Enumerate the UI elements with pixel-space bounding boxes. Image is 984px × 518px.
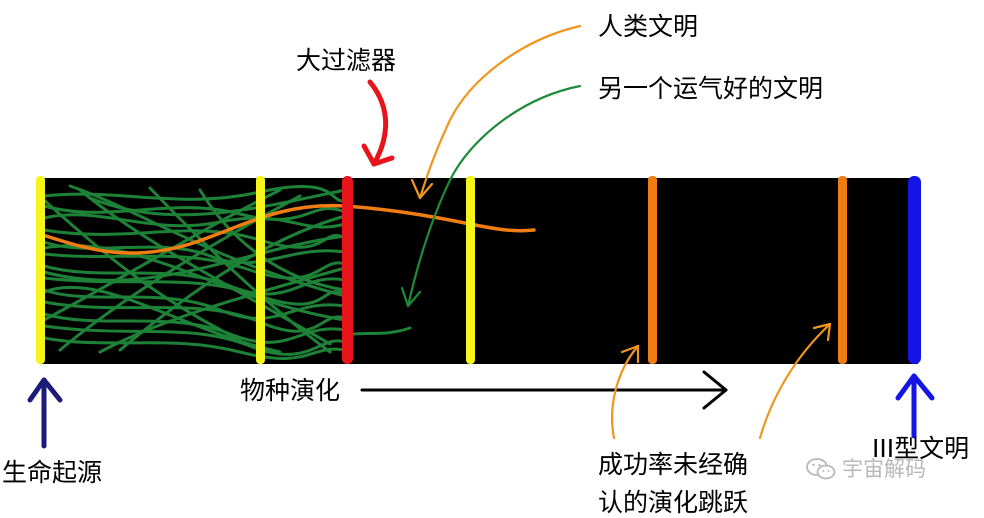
human-civilization-line — [44, 203, 536, 255]
orange-marker-1 — [648, 176, 657, 364]
wechat-icon — [806, 458, 836, 480]
watermark-text: 宇宙解码 — [842, 457, 926, 481]
type3-civilization-label: III型文明 — [872, 434, 970, 463]
yellow-marker-1 — [36, 176, 45, 364]
life-origin-label: 生命起源 — [2, 458, 103, 487]
unconfirmed-leap-label-line2: 认的演化跳跃 — [598, 488, 749, 517]
evolution-strands — [42, 184, 412, 360]
unconfirmed-leap-arrow-2 — [758, 322, 832, 440]
orange-marker-2 — [838, 176, 847, 364]
human-civilization-arrow — [410, 24, 582, 200]
great-filter-marker — [342, 176, 353, 364]
lucky-civilization-arrow — [400, 84, 582, 308]
great-filter-arrow — [361, 79, 395, 167]
type3-marker — [908, 176, 921, 364]
yellow-marker-2 — [256, 176, 265, 364]
unconfirmed-leap-arrow-1 — [611, 344, 640, 440]
watermark: 宇宙解码 — [806, 456, 926, 482]
great-filter-label: 大过滤器 — [296, 46, 397, 75]
lucky-civilization-label: 另一个运气好的文明 — [598, 74, 824, 103]
yellow-marker-3 — [466, 176, 475, 364]
unconfirmed-leap-label-line1: 成功率未经确 — [598, 450, 749, 479]
species-evolution-label: 物种演化 — [240, 376, 341, 405]
type3-arrow — [895, 373, 935, 439]
life-origin-arrow — [27, 377, 63, 449]
human-civilization-label: 人类文明 — [598, 12, 699, 41]
evolution-arrow — [360, 370, 728, 410]
